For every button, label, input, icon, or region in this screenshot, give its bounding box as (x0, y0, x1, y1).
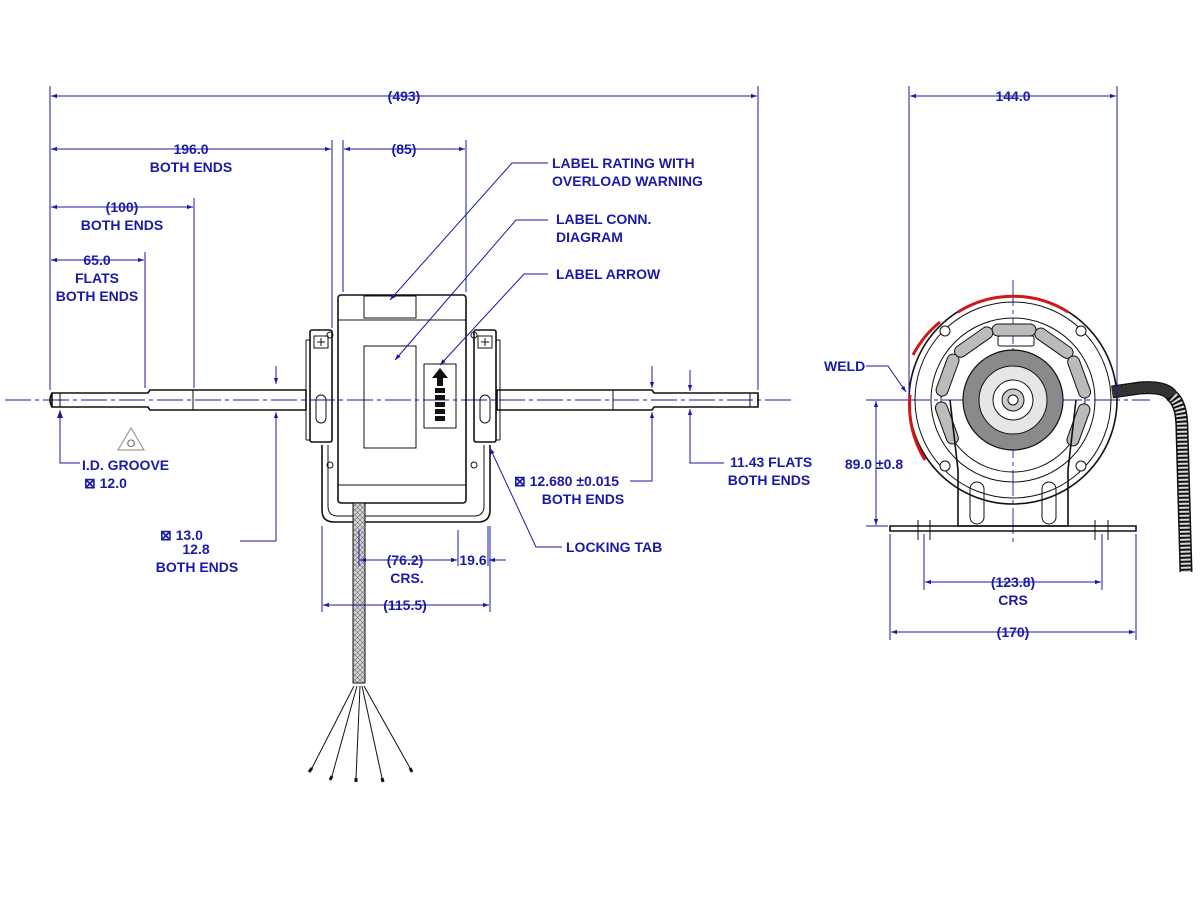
side-lead-cable (1111, 381, 1193, 573)
base-plate (889, 520, 1137, 540)
side-dim-height: 89.0 ±0.8 (845, 456, 903, 472)
groove-symbol-letter: O (127, 438, 136, 450)
callout-label-conn-1: LABEL CONN. (556, 211, 651, 227)
lead-cable (307, 502, 414, 783)
side-dim-crs-note: CRS (998, 592, 1028, 608)
dim-flats-line3: BOTH ENDS (56, 288, 138, 304)
id-groove-dia: ⊠ 12.0 (84, 475, 127, 491)
right-bracket (473, 329, 501, 443)
dim-body-width: (85) (392, 141, 417, 157)
right-shaft (496, 389, 759, 411)
side-view: 144.0 WELD 89.0 ±0.8 (123.8) CRS (170) (824, 86, 1193, 640)
side-dim-crs: (123.8) (991, 574, 1035, 590)
dim-1155: (115.5) (383, 597, 427, 613)
front-view: O (493) 196.0 BOTH ENDS (85) (100) BOTH … (5, 86, 812, 783)
callout-label-conn-2: DIAGRAM (556, 229, 623, 245)
dia-13-line1: ⊠ 13.0 (160, 527, 203, 543)
callout-locking-tab: LOCKING TAB (566, 539, 662, 555)
callout-label-arrow: LABEL ARROW (556, 266, 661, 282)
weld-arc-left-top (911, 320, 941, 356)
dim-100-note: BOTH ENDS (81, 217, 163, 233)
end-shield (908, 295, 1118, 527)
cradle (321, 445, 491, 523)
callout-label-rating-2: OVERLOAD WARNING (552, 173, 703, 189)
side-dim-base-width: (170) (997, 624, 1030, 640)
dim-shaft-length-note: BOTH ENDS (150, 159, 232, 175)
dim-overall: (493) (388, 88, 421, 104)
crs-762-note: CRS. (390, 570, 423, 586)
shaft-dia: ⊠ 12.680 ±0.015 (514, 473, 619, 489)
flats-1143-note: BOTH ENDS (728, 472, 810, 488)
id-groove-label: I.D. GROOVE (82, 457, 169, 473)
weld-arc-top (957, 294, 1069, 314)
shaft-dia-note: BOTH ENDS (542, 491, 624, 507)
dim-flats-line2: FLATS (75, 270, 119, 286)
dim-196: 19.6 (459, 552, 486, 568)
callout-label-rating-1: LABEL RATING WITH (552, 155, 695, 171)
dim-shaft-length: 196.0 (173, 141, 208, 157)
label-conn-diagram-plate (363, 345, 417, 449)
dia-13-line2: 12.8 (182, 541, 209, 557)
dim-100: (100) (106, 199, 139, 215)
rotation-arrow-icon (432, 368, 448, 421)
crs-762: (76.2) (387, 552, 424, 568)
dia-13-line3: BOTH ENDS (156, 559, 238, 575)
motor-body (326, 294, 478, 504)
dim-flats: 65.0 (83, 252, 110, 268)
front-dimension-lines (49, 86, 759, 612)
weld-label: WELD (824, 358, 865, 374)
flats-1143: 11.43 FLATS (730, 454, 812, 470)
side-dimension-lines (866, 86, 1137, 640)
weld-arc-left (908, 394, 927, 461)
side-dim-width: 144.0 (995, 88, 1030, 104)
left-bracket (305, 329, 333, 443)
id-groove-symbol: O (117, 427, 145, 451)
